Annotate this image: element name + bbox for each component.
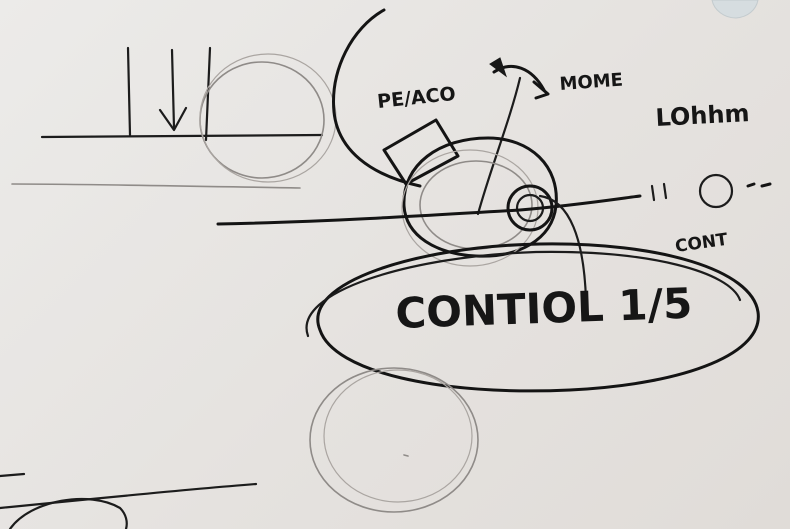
ground-line <box>12 184 300 188</box>
bottom-line <box>0 484 256 508</box>
axle-ticks <box>652 184 666 200</box>
end-circle <box>700 175 732 207</box>
control-ratio-label: CONTIOL 1/5 <box>395 279 693 338</box>
axle-dashes <box>748 184 770 186</box>
axle-line <box>218 196 640 224</box>
pedal-label: PE/ACO <box>376 83 457 113</box>
bottom-partial-curve <box>10 499 127 529</box>
pencil-circle-lower <box>310 368 478 512</box>
pedal-box <box>384 120 458 184</box>
main-wheel <box>404 138 556 256</box>
vertical-line-left <box>128 48 130 135</box>
horizontal-line <box>42 135 322 137</box>
pencil-circle-lower-inner <box>324 370 472 502</box>
arrow-shaft <box>172 50 174 128</box>
bottom-tick <box>0 474 24 476</box>
tape-piece <box>712 0 758 18</box>
center-dot <box>404 455 408 456</box>
right-label: LOhhm <box>655 99 750 132</box>
cont-label: CONT <box>674 230 729 257</box>
motion-label: MOME <box>559 70 624 95</box>
pencil-circle-upper <box>200 62 324 178</box>
wheel-inner-ring <box>420 161 532 249</box>
